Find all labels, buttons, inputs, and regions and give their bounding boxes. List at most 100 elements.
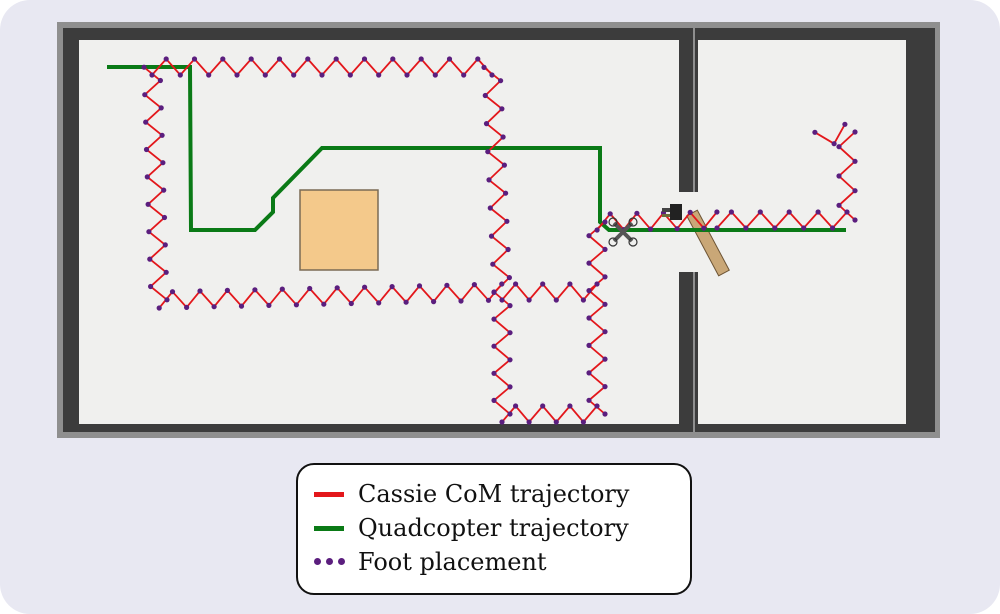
- foot-placement-dot: [602, 301, 608, 307]
- foot-placement-dot: [580, 297, 587, 303]
- foot-placement-dot: [483, 121, 490, 127]
- legend-swatch-quad: [312, 513, 346, 543]
- foot-placement-dot: [361, 56, 368, 62]
- foot-placement-dot: [145, 201, 151, 207]
- foot-placement-dot: [164, 297, 170, 303]
- foot-placement-dot: [757, 209, 763, 215]
- foot-placement-dot: [238, 303, 245, 309]
- foot-placement-dot: [432, 72, 438, 78]
- com-trajectory-segment: [492, 291, 512, 415]
- foot-placement-dot: [444, 282, 450, 288]
- foot-placement-dot: [158, 105, 164, 111]
- foot-placement-dot: [498, 78, 504, 84]
- foot-placement-dot: [347, 72, 353, 78]
- foot-placement-dot: [276, 56, 283, 62]
- foot-placement-dot: [602, 274, 608, 280]
- foot-placement-dot: [159, 132, 165, 138]
- foot-placement-dot: [334, 285, 340, 291]
- foot-placement-dot: [482, 92, 488, 99]
- foot-placement-dot: [580, 419, 587, 425]
- foot-placement-dot: [348, 300, 354, 307]
- legend-box: Cassie CoM trajectory Quadcopter traject…: [296, 463, 692, 595]
- foot-placement-dot: [743, 225, 749, 231]
- foot-placement-dot: [416, 283, 423, 289]
- foot-placement-dot: [513, 403, 519, 409]
- foot-placement-dot: [486, 177, 492, 183]
- foot-placement-dot: [491, 289, 497, 295]
- foot-placement-dot: [485, 149, 491, 155]
- foot-placement-dot: [507, 303, 513, 309]
- foot-placement-dot: [481, 64, 487, 70]
- com-trajectory-segment: [143, 66, 168, 301]
- foot-placement-dot: [206, 72, 212, 78]
- foot-placement-dot: [540, 403, 546, 409]
- foot-placement-dot: [489, 72, 495, 78]
- foot-placement-dot: [586, 288, 592, 294]
- legend-label-foot: Foot placement: [358, 548, 547, 576]
- foot-placement-dot: [507, 330, 513, 336]
- foot-placement-dot: [586, 370, 592, 376]
- foot-placement-dot: [403, 299, 409, 305]
- foot-placement-dot: [594, 281, 600, 287]
- foot-placement-dot: [169, 289, 176, 295]
- foot-placement-dot: [507, 411, 513, 417]
- foot-placement-dot: [491, 343, 497, 349]
- foot-placement-dot: [728, 209, 735, 215]
- simulation-scene: [57, 22, 940, 438]
- foot-placement-dot: [815, 209, 821, 215]
- foot-placement-dot: [491, 397, 497, 403]
- foot-placement-dot: [475, 56, 481, 62]
- foot-placement-dot: [156, 305, 162, 311]
- foot-placement-dot: [160, 160, 166, 166]
- foot-placement-dot: [488, 233, 495, 239]
- foot-placement-dot: [144, 174, 150, 180]
- foot-placement-dot: [842, 121, 848, 127]
- foot-placement-dot: [831, 141, 837, 147]
- com-trajectory-segment: [501, 282, 598, 302]
- foot-placement-dot: [586, 342, 592, 348]
- foot-placement-dot: [499, 297, 505, 303]
- foot-placement-dot: [602, 219, 608, 225]
- foot-placement-dot: [586, 315, 592, 321]
- com-trajectory-segment: [158, 283, 503, 309]
- foot-placement-dot: [503, 190, 509, 196]
- foot-placement-dot: [149, 72, 155, 78]
- foot-placement-dot: [293, 302, 299, 308]
- foot-placement-dot: [714, 209, 720, 215]
- foot-placements: [141, 56, 858, 425]
- foot-placement-dot: [505, 246, 511, 253]
- foot-placement-dot: [211, 304, 217, 310]
- foot-placement-dot: [305, 56, 311, 62]
- foot-placement-dot: [674, 226, 680, 232]
- foot-placement-dot: [266, 302, 272, 308]
- foot-placement-dot: [786, 209, 792, 215]
- foot-placement-dot: [148, 283, 154, 290]
- foot-placement-dot: [567, 403, 573, 409]
- foot-placement-dot: [836, 144, 842, 150]
- foot-placement-dot: [801, 225, 807, 231]
- legend-swatch-com: [312, 479, 346, 509]
- foot-placement-dot: [602, 411, 608, 417]
- foot-placement-dot: [540, 281, 546, 287]
- foot-placement-dot: [471, 282, 477, 288]
- legend-label-quad: Quadcopter trajectory: [358, 514, 629, 542]
- foot-placement-dot: [830, 225, 836, 231]
- foot-placement-dot: [499, 106, 505, 112]
- foot-placement-dot: [163, 56, 169, 62]
- foot-placement-dot: [602, 356, 608, 362]
- foot-placement-dot: [234, 72, 240, 78]
- foot-placement-dot: [143, 146, 150, 153]
- cassie-robot-icon: [662, 204, 682, 220]
- foot-placement-dot: [491, 316, 497, 322]
- foot-placement-dot: [526, 419, 532, 425]
- foot-placement-dot: [586, 233, 592, 239]
- foot-placement-dot: [594, 403, 600, 409]
- foot-placement-dot: [714, 225, 720, 231]
- foot-placement-dot: [634, 210, 640, 216]
- quadcopter-icon: [608, 217, 638, 247]
- foot-placement-dot: [461, 72, 467, 78]
- foot-placement-dot: [141, 64, 147, 70]
- foot-placement-dot: [291, 72, 297, 78]
- foot-placement-dot: [490, 261, 496, 267]
